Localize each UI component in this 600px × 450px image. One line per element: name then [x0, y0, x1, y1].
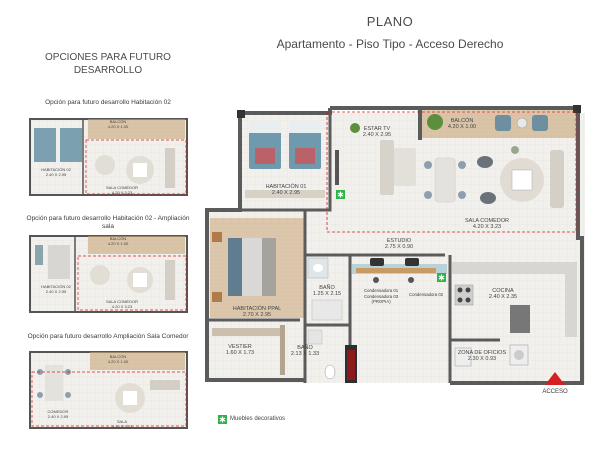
option-1-caption: Opción para futuro desarrollo Habitación… [45, 99, 171, 106]
cocina-furniture [452, 262, 577, 337]
option-3-drawing [29, 351, 188, 429]
svg-text:✱: ✱ [337, 191, 344, 200]
estudio-furniture [352, 258, 447, 283]
option-2-caption: Opción para futuro desarrollo Habitación… [26, 215, 190, 231]
zona-oficios-furniture [454, 344, 529, 367]
access-label: ACCESO [542, 389, 568, 395]
sala-comedor-furniture [424, 146, 564, 208]
bano-fixtures [307, 257, 343, 380]
decorative-marker-icon [437, 273, 446, 282]
estar-tv-furniture [335, 123, 416, 195]
condensadora-02-label: Condensadora 02 [409, 292, 444, 297]
habitacion-01-furniture [245, 121, 325, 198]
legend-label: Muebles decorativos [230, 416, 286, 422]
svg-text:✱: ✱ [219, 416, 226, 425]
muebles-decorativos-icon [218, 415, 227, 424]
main-plan [205, 105, 585, 385]
options-heading: OPCIONES PARA FUTURO DESARROLLO [45, 52, 171, 76]
habitacion-ppal-furniture [212, 232, 276, 302]
balcon-furniture [427, 114, 548, 131]
option-1-drawing [29, 118, 188, 196]
plan-subtitle: Apartamento - Piso Tipo - Acceso Derecho [276, 37, 504, 51]
access-arrow-icon [545, 372, 565, 385]
plan-title: PLANO [366, 14, 414, 29]
option-2-drawing [29, 235, 188, 313]
svg-text:✱: ✱ [438, 274, 445, 283]
option-3-caption: Opción para futuro desarrollo Ampliación… [27, 333, 189, 340]
decorative-marker-icon [336, 190, 345, 199]
